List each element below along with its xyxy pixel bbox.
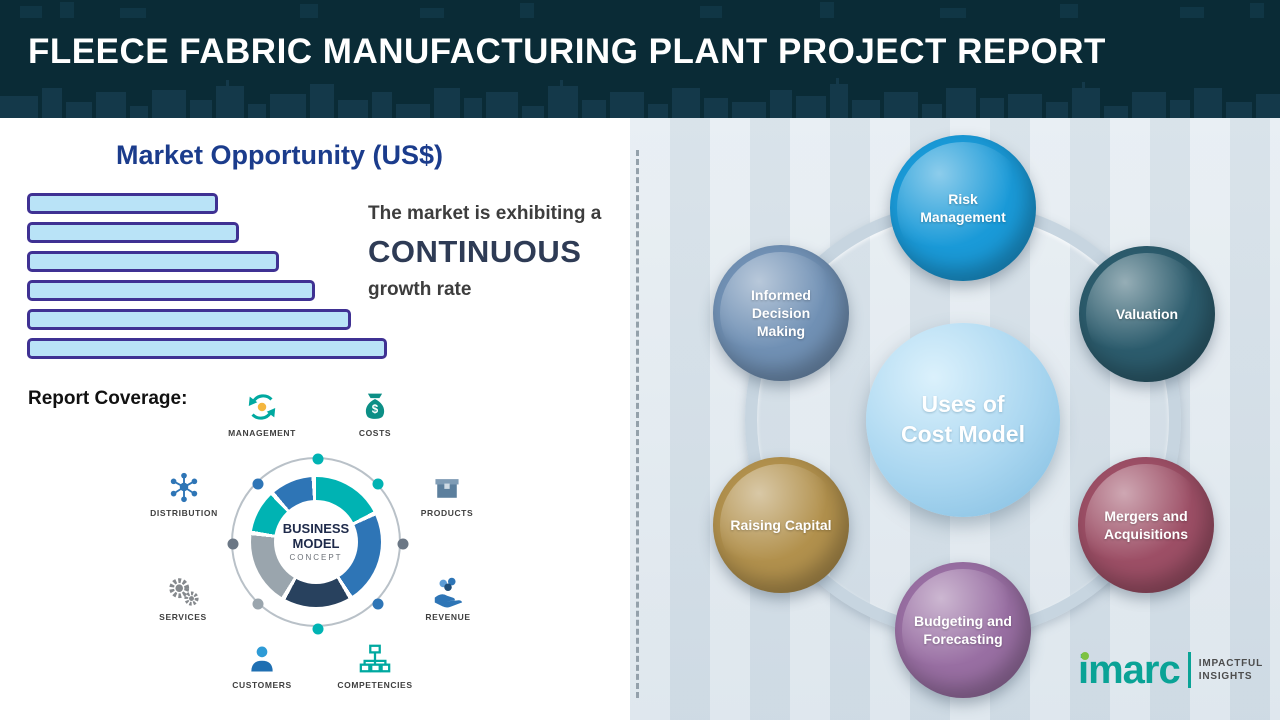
coverage-item-label: COSTS — [358, 428, 392, 438]
circle-label: Mergers and Acquisitions — [1103, 507, 1188, 542]
coverage-item-distribution: DISTRIBUTION — [134, 466, 234, 518]
imarc-logo-text: imarc — [1078, 648, 1181, 692]
coverage-item-label: COMPETENCIES — [337, 680, 413, 690]
ring-node — [227, 538, 239, 550]
money-bag-icon: $ — [325, 386, 425, 424]
market-bar — [27, 280, 315, 301]
business-model-center: BUSINESS MODEL CONCEPT — [274, 500, 358, 584]
ring-node — [372, 598, 384, 610]
business-model-word-3: CONCEPT — [289, 553, 343, 563]
coverage-item-label: DISTRIBUTION — [150, 508, 218, 518]
coverage-item-products: PRODUCTS — [397, 466, 497, 518]
brand-separator — [1187, 652, 1191, 688]
network-icon — [134, 466, 234, 504]
coverage-item-revenue: REVENUE — [398, 570, 498, 622]
business-model-word-1: BUSINESS — [282, 520, 350, 536]
coverage-item-label: CUSTOMERS — [232, 680, 292, 690]
coverage-item-label: REVENUE — [425, 612, 471, 622]
hand-coins-icon — [398, 570, 498, 608]
ring-node — [312, 623, 324, 635]
page-title: FLEECE FABRIC MANUFACTURING PLANT PROJEC… — [28, 32, 1106, 71]
brand-logo-block: imarc IMPACTFUL INSIGHTS — [1078, 650, 1263, 690]
market-bars — [27, 193, 387, 359]
coverage-item-label: PRODUCTS — [420, 508, 474, 518]
person-icon — [212, 638, 312, 676]
section-divider — [636, 150, 639, 698]
brand-tagline-line-1: IMPACTFUL — [1198, 658, 1263, 669]
business-model-outer-ring — [227, 453, 409, 635]
growth-text-block: The market is exhibiting a CONTINUOUS gr… — [368, 203, 628, 301]
svg-text:$: $ — [372, 404, 379, 416]
cost-model-circle-mergers-acquisitions: Mergers and Acquisitions — [1078, 457, 1214, 593]
imarc-logo-dot — [1081, 652, 1089, 660]
market-bar — [27, 309, 351, 330]
city-skyline-icon — [0, 78, 1280, 118]
growth-line-3: growth rate — [368, 279, 472, 300]
cost-model-circle-raising-capital: Raising Capital — [713, 457, 849, 593]
circle-label: Valuation — [1115, 305, 1179, 322]
circle-label: Budgeting and Forecasting — [914, 612, 1012, 647]
market-bar — [27, 251, 279, 272]
coverage-item-label: MANAGEMENT — [228, 428, 296, 438]
market-bar — [27, 222, 239, 243]
brand-tagline: IMPACTFUL INSIGHTS — [1199, 657, 1263, 683]
brand-tagline-line-2: INSIGHTS — [1198, 671, 1253, 682]
ring-node — [252, 478, 264, 490]
coverage-item-services: SERVICES — [133, 570, 233, 622]
coverage-item-label: SERVICES — [159, 612, 207, 622]
circle-label: Informed Decision Making — [751, 286, 811, 340]
city-skyline-top-icon — [20, 2, 1264, 18]
report-coverage-label: Report Coverage: — [28, 388, 188, 409]
coverage-item-management: MANAGEMENT — [212, 386, 312, 438]
header-banner: FLEECE FABRIC MANUFACTURING PLANT PROJEC… — [0, 0, 1280, 118]
gears-icon — [133, 570, 233, 608]
org-chart-icon — [325, 638, 425, 676]
growth-line-2: CONTINUOUS — [368, 234, 582, 269]
imarc-logo: imarc — [1078, 648, 1181, 692]
business-model-word-2: MODEL — [292, 535, 340, 551]
cost-model-circle-informed-decision-making: Informed Decision Making — [713, 245, 849, 381]
cost-model-center-circle: Uses of Cost Model — [866, 323, 1060, 517]
ring-node — [252, 598, 264, 610]
package-box-icon — [397, 466, 497, 504]
cost-model-circle-budgeting-forecasting: Budgeting and Forecasting — [895, 562, 1031, 698]
market-opportunity-title: Market Opportunity (US$) — [116, 140, 444, 170]
management-icon — [212, 386, 312, 424]
market-bar — [27, 338, 387, 359]
center-circle-line-2: Cost Model — [901, 421, 1025, 447]
cost-model-circle-valuation: Valuation — [1079, 246, 1215, 382]
circle-label: Risk Management — [920, 190, 1006, 225]
growth-line-1: The market is exhibiting a — [368, 203, 602, 224]
ring-node — [312, 453, 324, 465]
coverage-item-competencies: COMPETENCIES — [325, 638, 425, 690]
coverage-item-customers: CUSTOMERS — [212, 638, 312, 690]
ring-node — [372, 478, 384, 490]
coverage-item-costs: $ COSTS — [325, 386, 425, 438]
market-bar — [27, 193, 218, 214]
cost-model-circle-risk-management: Risk Management — [890, 135, 1036, 281]
business-model-donut: BUSINESS MODEL CONCEPT — [251, 477, 381, 607]
ring-node — [397, 538, 409, 550]
circle-label: Raising Capital — [730, 516, 832, 533]
center-circle-line-1: Uses of — [921, 391, 1005, 418]
